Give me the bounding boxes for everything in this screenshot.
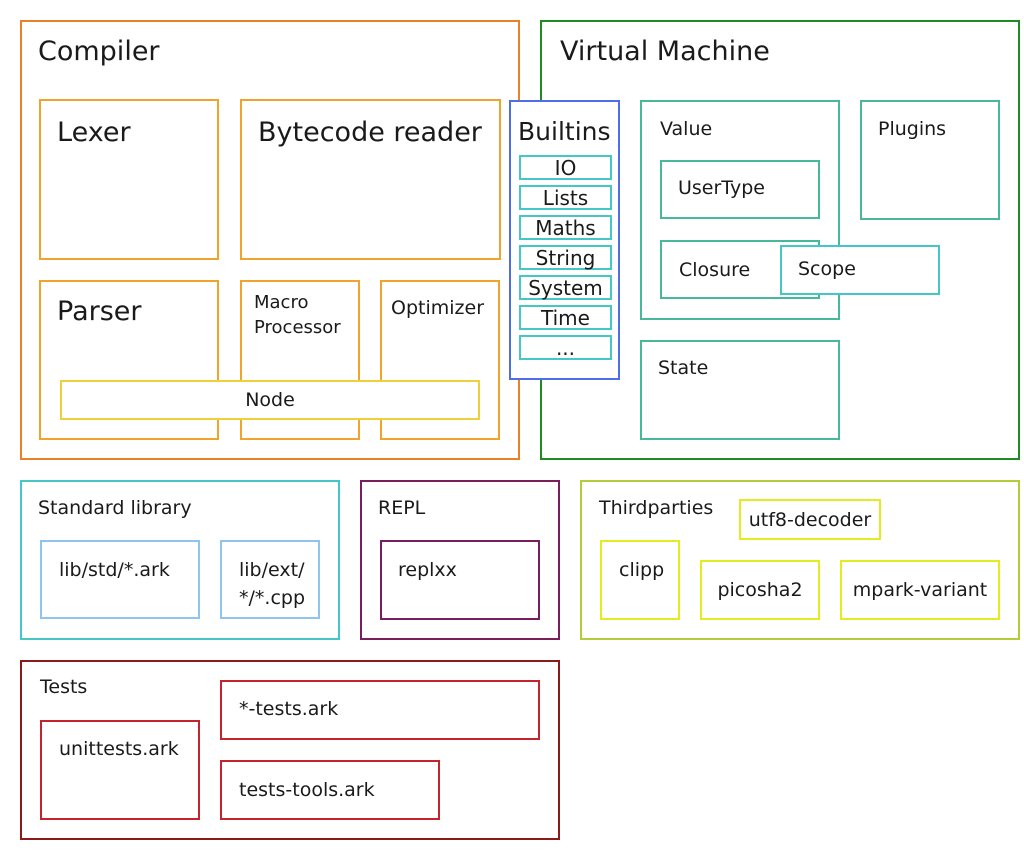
builtin-item: String [519, 245, 612, 270]
lib-ext-box: lib/ext/ */*.cpp [220, 540, 320, 619]
lib-std-box: lib/std/*.ark [40, 540, 200, 619]
replxx-label: replxx [398, 559, 457, 581]
clipp-box: clipp [600, 540, 680, 620]
builtin-item-label: Lists [542, 185, 589, 210]
virtual-machine-title: Virtual Machine [560, 36, 770, 67]
standard-library-title: Standard library [38, 497, 192, 519]
state-box: State [640, 340, 840, 440]
plugins-box: Plugins [860, 100, 1000, 220]
builtin-item: Time [519, 305, 612, 330]
clipp-label: clipp [619, 559, 665, 581]
tests-tools-label: tests-tools.ark [239, 779, 375, 801]
lib-ext-label-line2: */*.cpp [239, 587, 306, 609]
node-box: Node [60, 380, 480, 420]
plugins-label: Plugins [878, 118, 947, 140]
parser-label: Parser [57, 296, 142, 327]
lib-std-label: lib/std/*.ark [59, 559, 170, 581]
picosha2-label: picosha2 [717, 579, 803, 601]
builtin-item-label: Time [541, 305, 590, 330]
macro-processor-label-line1: Macro [254, 292, 309, 313]
optimizer-label: Optimizer [391, 297, 485, 319]
builtins-box: Builtins [509, 100, 620, 380]
builtin-item-label: Maths [535, 215, 596, 240]
scope-box: Scope [780, 245, 940, 295]
builtin-item-label: IO [554, 155, 577, 180]
utf8-decoder-label: utf8-decoder [748, 508, 872, 531]
replxx-box: replxx [380, 540, 540, 620]
builtin-item-label: ... [555, 335, 576, 360]
value-label: Value [660, 118, 713, 140]
scope-label: Scope [798, 258, 856, 280]
usertype-label: UserType [678, 177, 765, 199]
closure-label: Closure [679, 259, 751, 281]
builtins-title: Builtins [518, 117, 611, 146]
builtin-item: Maths [519, 215, 612, 240]
unittests-label: unittests.ark [59, 738, 179, 760]
unittests-box: unittests.ark [40, 720, 200, 820]
lib-ext-label-line1: lib/ext/ [239, 559, 305, 581]
node-label: Node [245, 389, 295, 411]
bytecode-reader-label: Bytecode reader [258, 117, 482, 148]
tests-ark-label: *-tests.ark [239, 698, 339, 720]
builtin-item-label: System [528, 275, 603, 300]
bytecode-reader-box: Bytecode reader [240, 99, 501, 260]
mpark-variant-label: mpark-variant [852, 579, 988, 601]
thirdparties-title: Thirdparties [599, 497, 714, 519]
utf8-decoder-box: utf8-decoder [739, 499, 881, 540]
compiler-title: Compiler [38, 36, 160, 67]
usertype-box: UserType [660, 160, 820, 219]
state-label: State [658, 357, 709, 379]
lexer-box: Lexer [39, 99, 219, 260]
macro-processor-label-line2: Processor [254, 317, 341, 338]
repl-title: REPL [378, 497, 426, 519]
tests-title: Tests [40, 676, 88, 698]
tests-ark-box: *-tests.ark [220, 680, 540, 740]
tests-tools-box: tests-tools.ark [220, 760, 440, 820]
builtin-item: System [519, 275, 612, 300]
mpark-variant-box: mpark-variant [840, 560, 1000, 620]
lexer-label: Lexer [57, 117, 131, 148]
builtin-item: ... [519, 335, 612, 360]
builtin-item: IO [519, 155, 612, 180]
builtin-item: Lists [519, 185, 612, 210]
picosha2-box: picosha2 [700, 560, 820, 620]
builtin-item-label: String [535, 245, 596, 270]
